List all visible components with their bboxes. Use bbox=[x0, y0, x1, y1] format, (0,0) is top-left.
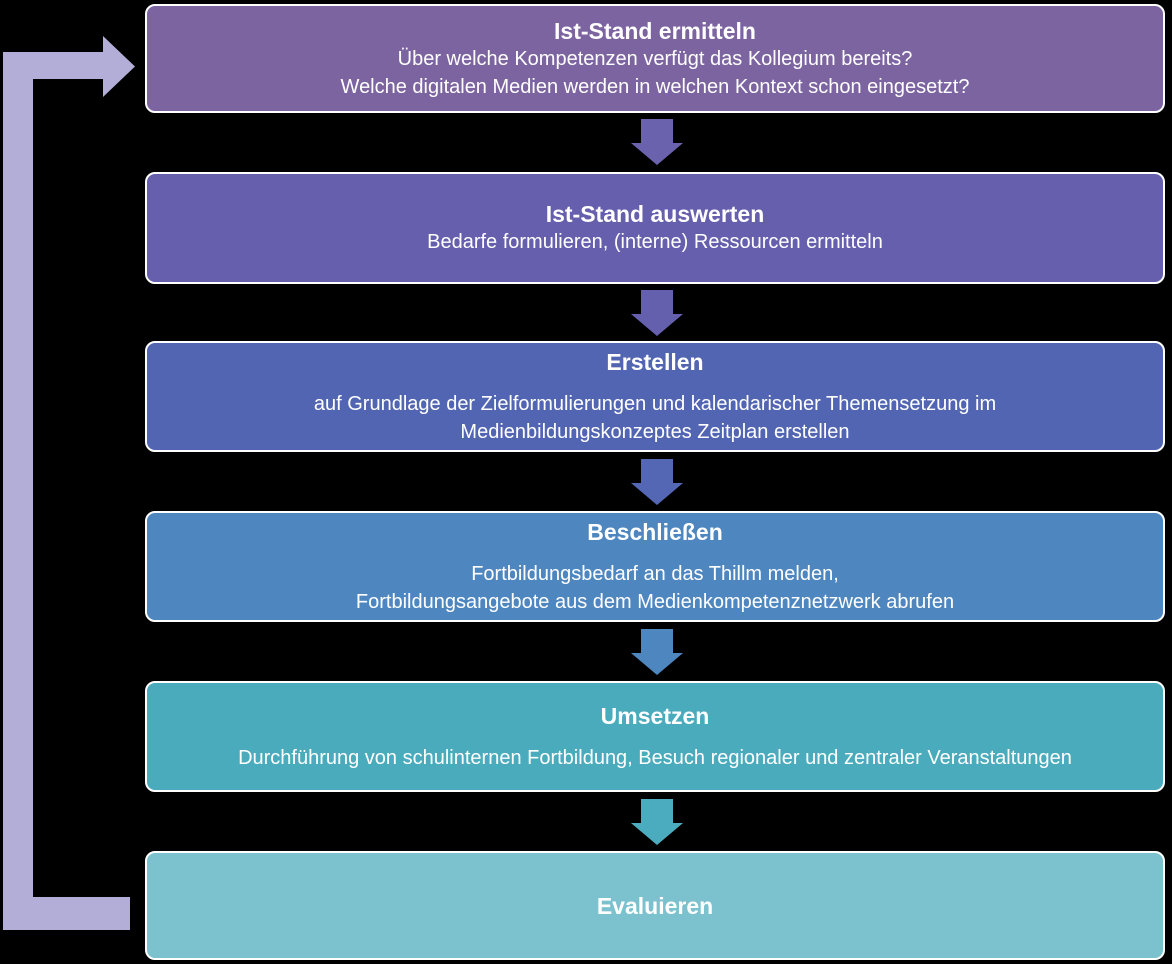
step-box-ist-stand-ermitteln: Ist-Stand ermitteln Über welche Kompeten… bbox=[145, 4, 1165, 113]
step-title: Beschließen bbox=[587, 518, 723, 545]
step-description-line: Fortbildungsbedarf an das Thillm melden, bbox=[471, 562, 839, 585]
step-description-line: auf Grundlage der Zielformulierungen und… bbox=[313, 392, 997, 415]
step-description-line: Durchführung von schulinternen Fortbildu… bbox=[238, 746, 1072, 769]
step-description-line: Fortbildungsangebote aus dem Medienkompe… bbox=[355, 590, 955, 613]
step-title: Umsetzen bbox=[600, 702, 710, 729]
step-box-ist-stand-auswerten: Ist-Stand auswerten Bedarfe formulieren,… bbox=[145, 172, 1165, 284]
step-title: Erstellen bbox=[606, 348, 704, 375]
down-arrow-icon bbox=[631, 119, 683, 165]
step-description-line: Bedarfe formulieren, (interne) Ressource… bbox=[427, 231, 883, 253]
step-box-umsetzen: Umsetzen Durchführung von schulinternen … bbox=[145, 681, 1165, 792]
step-box-erstellen: Erstellen auf Grundlage der Zielformulie… bbox=[145, 341, 1165, 452]
down-arrow-icon bbox=[631, 290, 683, 336]
down-arrow-icon bbox=[631, 459, 683, 505]
loop-arrow-top-shaft bbox=[30, 52, 103, 79]
step-description-line: Welche digitalen Medien werden in welche… bbox=[340, 75, 970, 98]
step-title: Ist-Stand ermitteln bbox=[554, 17, 756, 44]
step-title: Ist-Stand auswerten bbox=[545, 201, 765, 227]
loop-arrow-bottom-bar bbox=[30, 897, 130, 930]
step-box-evaluieren: Evaluieren bbox=[145, 851, 1165, 960]
step-box-beschliessen: Beschließen Fortbildungsbedarf an das Th… bbox=[145, 511, 1165, 622]
step-title: Evaluieren bbox=[596, 892, 714, 919]
down-arrow-icon bbox=[631, 799, 683, 845]
step-description-line: Über welche Kompetenzen verfügt das Koll… bbox=[397, 47, 913, 70]
step-description-line: Medienbildungskonzeptes Zeitplan erstell… bbox=[460, 420, 850, 443]
down-arrow-icon bbox=[631, 629, 683, 675]
loop-arrow-vertical-bar bbox=[3, 52, 33, 930]
loop-arrow-head-icon bbox=[103, 36, 135, 97]
